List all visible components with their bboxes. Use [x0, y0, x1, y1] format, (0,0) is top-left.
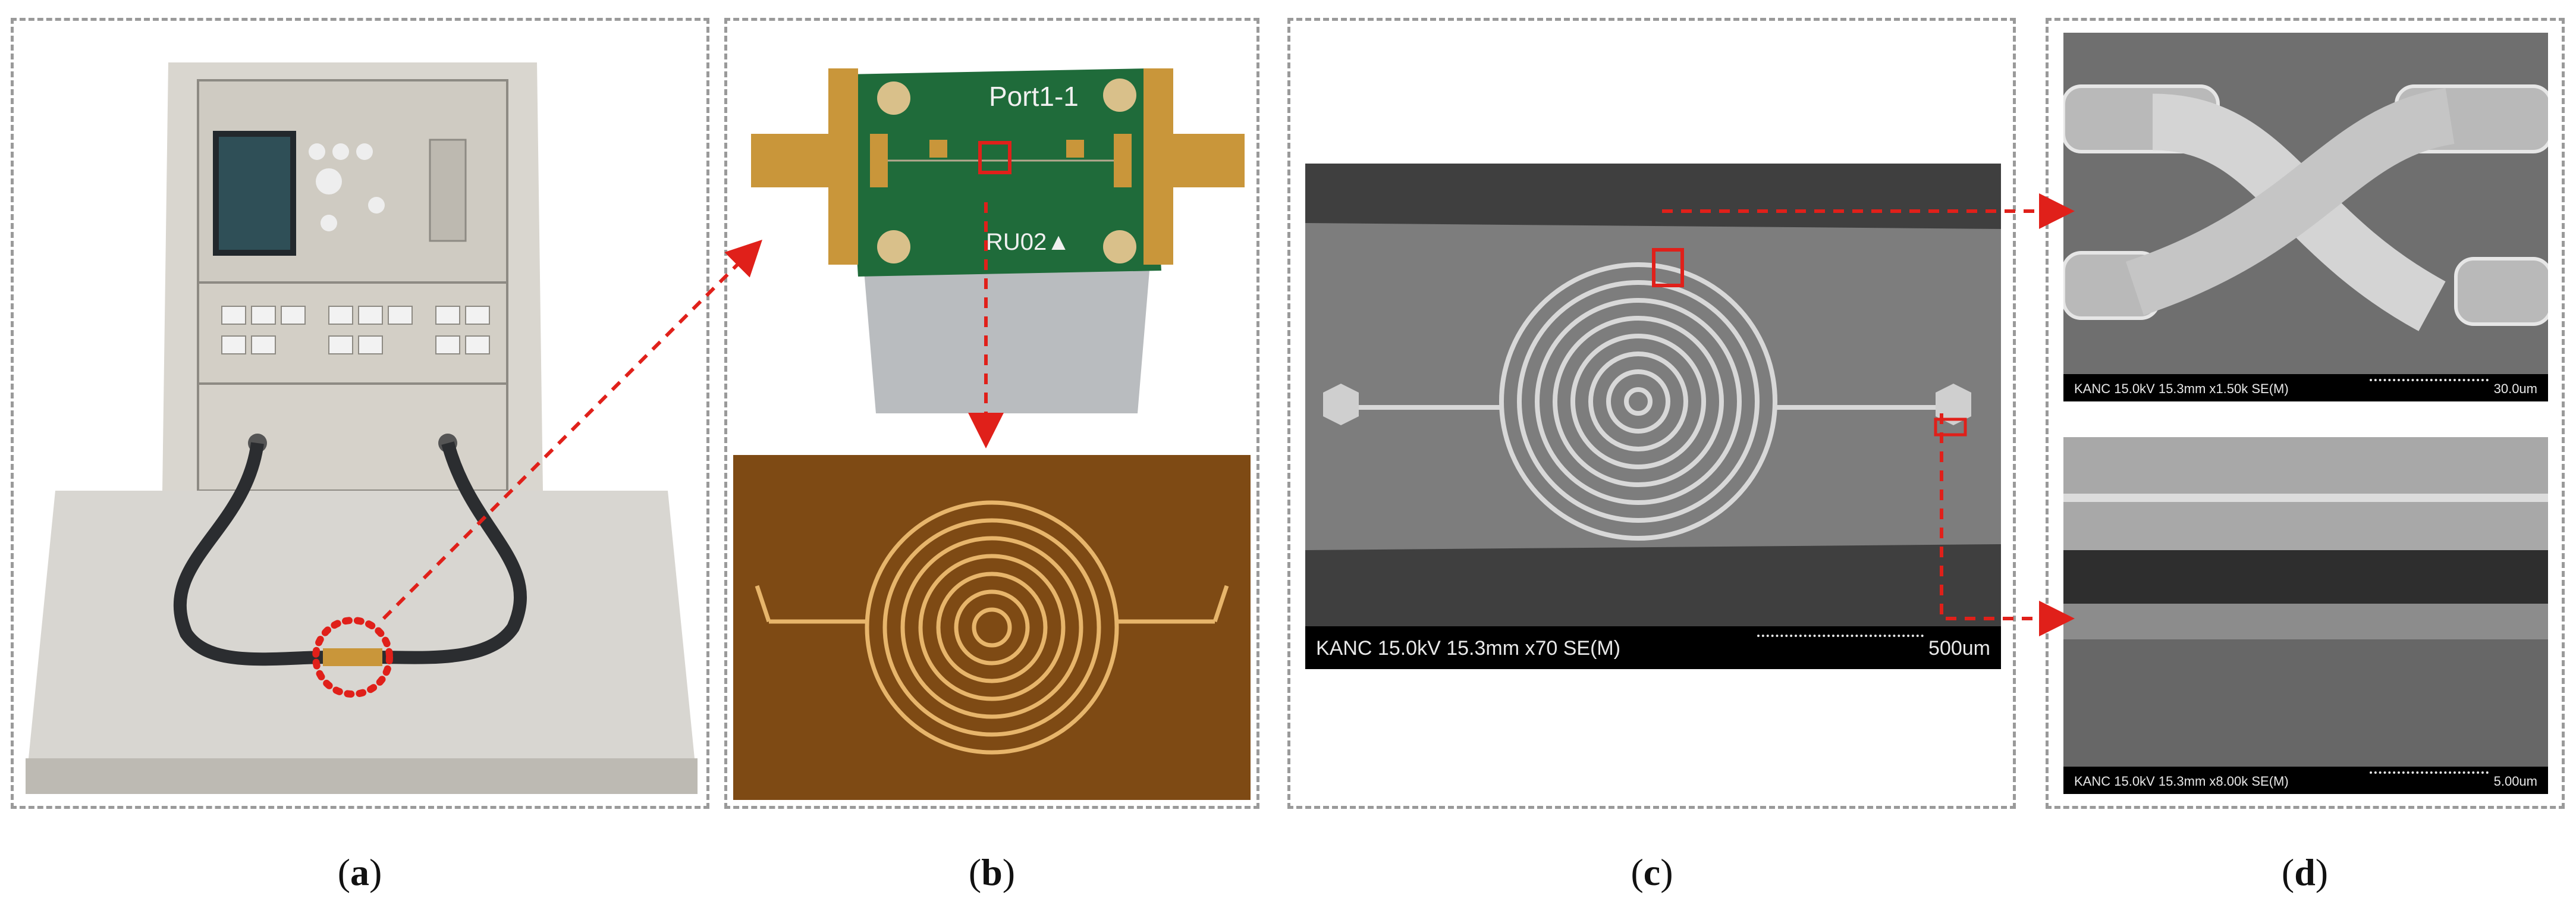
scale-bar: [1757, 635, 1924, 637]
scale-bar-bottom: [2370, 771, 2489, 774]
arrow-a-to-b: [382, 240, 762, 620]
label-b: (b): [968, 851, 1016, 893]
panel-a: [11, 18, 709, 809]
board-label: Port1-1: [989, 81, 1079, 112]
board-mark: RU02▲: [986, 229, 1070, 255]
arrow-c-to-d-bottom: [1940, 413, 2075, 636]
scale-label-top: 30.0um: [2493, 381, 2537, 396]
scale-label-bottom: 5.00um: [2493, 774, 2537, 789]
scale-bar-top: [2370, 379, 2489, 381]
label-a: (a): [337, 851, 382, 893]
panel-b: Port1-1 RU02▲: [724, 18, 1259, 809]
label-d: (d): [2281, 851, 2329, 893]
sem-edge-zoom: KANC 15.0kV 15.3mm x8.00k SE(M) 5.00um: [2063, 437, 2548, 794]
panel-d: KANC 15.0kV 15.3mm x1.50k SE(M) 30.0um K…: [2046, 18, 2565, 809]
sem-info-bar-top: KANC 15.0kV 15.3mm x1.50k SE(M) 30.0um: [2063, 374, 2548, 401]
scale-label: 500um: [1928, 637, 1990, 660]
label-c: (c): [1631, 851, 1673, 893]
sem-info-text: KANC 15.0kV 15.3mm x70 SE(M): [1316, 637, 1621, 660]
pcb-fixture-photo: Port1-1 RU02▲: [733, 33, 1251, 425]
sem-overview: KANC 15.0kV 15.3mm x70 SE(M) 500um: [1305, 164, 2001, 669]
network-analyzer-photo: [20, 27, 700, 803]
sem-info-text-top: KANC 15.0kV 15.3mm x1.50k SE(M): [2074, 381, 2289, 396]
optical-micrograph: [733, 455, 1251, 800]
sem-info-bar: KANC 15.0kV 15.3mm x70 SE(M) 500um: [1305, 626, 2001, 669]
sem-crossover-zoom: KANC 15.0kV 15.3mm x1.50k SE(M) 30.0um: [2063, 33, 2548, 401]
panel-c: KANC 15.0kV 15.3mm x70 SE(M) 500um: [1287, 18, 2016, 809]
sem-info-bar-bottom: KANC 15.0kV 15.3mm x8.00k SE(M) 5.00um: [2063, 767, 2548, 794]
sem-info-text-bottom: KANC 15.0kV 15.3mm x8.00k SE(M): [2074, 774, 2289, 789]
